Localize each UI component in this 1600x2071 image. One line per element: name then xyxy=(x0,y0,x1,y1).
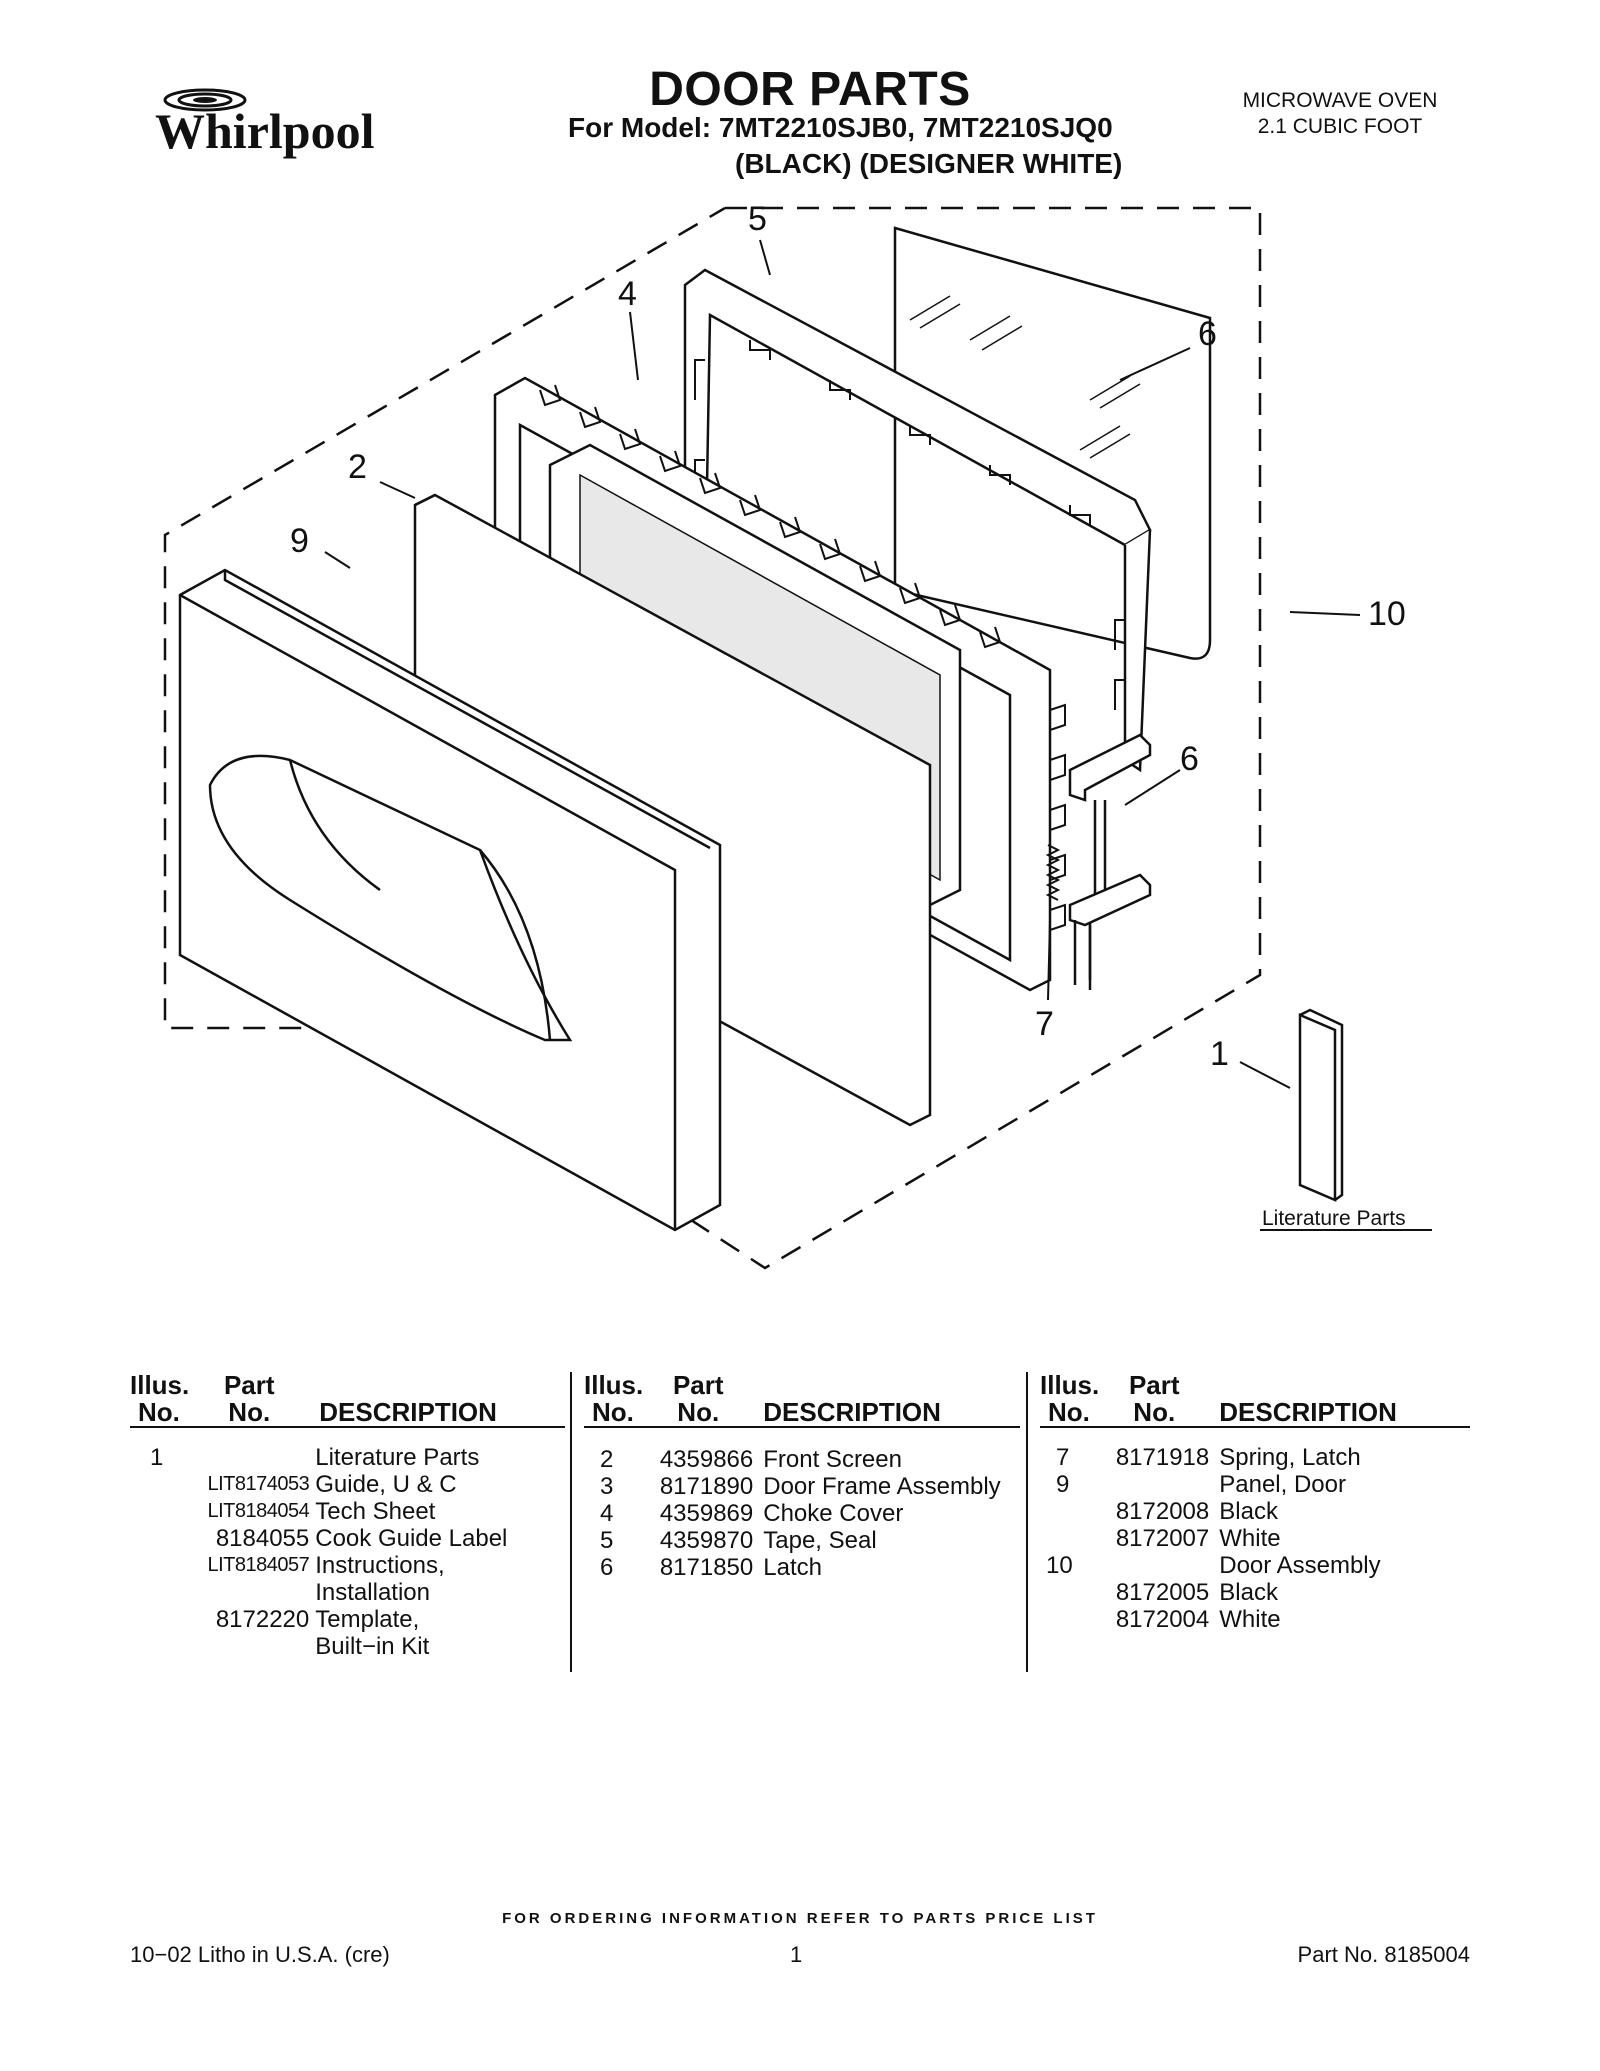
callout-1: 1 xyxy=(1210,1035,1229,1073)
literature-booklet xyxy=(1298,1013,1337,1202)
table-header-row-1: Illus. Part xyxy=(1040,1370,1180,1400)
table-header-row-2: No. No. DESCRIPTION xyxy=(584,1399,1020,1427)
product-line-2: 2.1 CUBIC FOOT xyxy=(1257,115,1423,138)
whirlpool-logo: Whirlpool xyxy=(155,88,375,159)
illus-header: Illus. xyxy=(130,1370,190,1400)
product-line-1: MICROWAVE OVEN xyxy=(1242,89,1438,112)
callout-2: 2 xyxy=(348,448,367,486)
litho-info: 10−02 Litho in U.S.A. (cre) xyxy=(130,1942,390,1967)
table-header-row-1: Illus. Part xyxy=(584,1370,724,1400)
callout-6: 6 xyxy=(1180,740,1199,778)
glass-marks xyxy=(909,295,1141,459)
table-header-row-2: No. No. DESCRIPTION xyxy=(130,1399,565,1427)
callout-4: 5 xyxy=(748,200,767,238)
document-part-number: Part No. 8185004 xyxy=(1297,1942,1470,1967)
ordering-info: FOR ORDERING INFORMATION REFER TO PARTS … xyxy=(502,1910,1098,1927)
model-colors: (BLACK) (DESIGNER WHITE) xyxy=(735,148,1123,179)
choke-tabs xyxy=(694,340,1125,710)
table-header-row-1: Illus. Part xyxy=(130,1372,565,1399)
page-number: 1 xyxy=(790,1942,803,1967)
table-header-row-2: No. No. DESCRIPTION xyxy=(1040,1399,1470,1427)
exploded-diagram: 5 4 6 2 9 10 6 7 1 Literature Parts xyxy=(150,200,1432,1270)
door-mesh xyxy=(150,200,151,201)
table-row: Installation xyxy=(315,1579,430,1606)
table-row: Built−in Kit xyxy=(315,1633,430,1660)
latch-part xyxy=(1068,733,1152,802)
door-handle-recess xyxy=(208,754,573,1042)
svg-text:Whirlpool: Whirlpool xyxy=(155,103,375,159)
callout-10: 10 xyxy=(1368,595,1406,633)
column-separator-1 xyxy=(570,1372,572,1672)
leader-lines xyxy=(324,239,1361,1089)
model-numbers: For Model: 7MT2210SJB0, 7MT2210SJQ0 xyxy=(568,112,1113,143)
part-header: Part xyxy=(223,1370,275,1400)
frame-teeth xyxy=(539,384,1066,931)
callout-5: 6 xyxy=(1198,315,1217,353)
latch-spring-part xyxy=(1045,844,1061,901)
page-title: DOOR PARTS xyxy=(649,63,971,116)
callout-7: 7 xyxy=(1035,1005,1054,1043)
callout-3: 4 xyxy=(618,275,637,313)
column-separator-2 xyxy=(1026,1372,1028,1672)
callout-9: 9 xyxy=(290,522,309,560)
literature-parts-label: Literature Parts xyxy=(1262,1207,1406,1230)
product-type: MICROWAVE OVEN 2.1 CUBIC FOOT xyxy=(1200,88,1480,140)
